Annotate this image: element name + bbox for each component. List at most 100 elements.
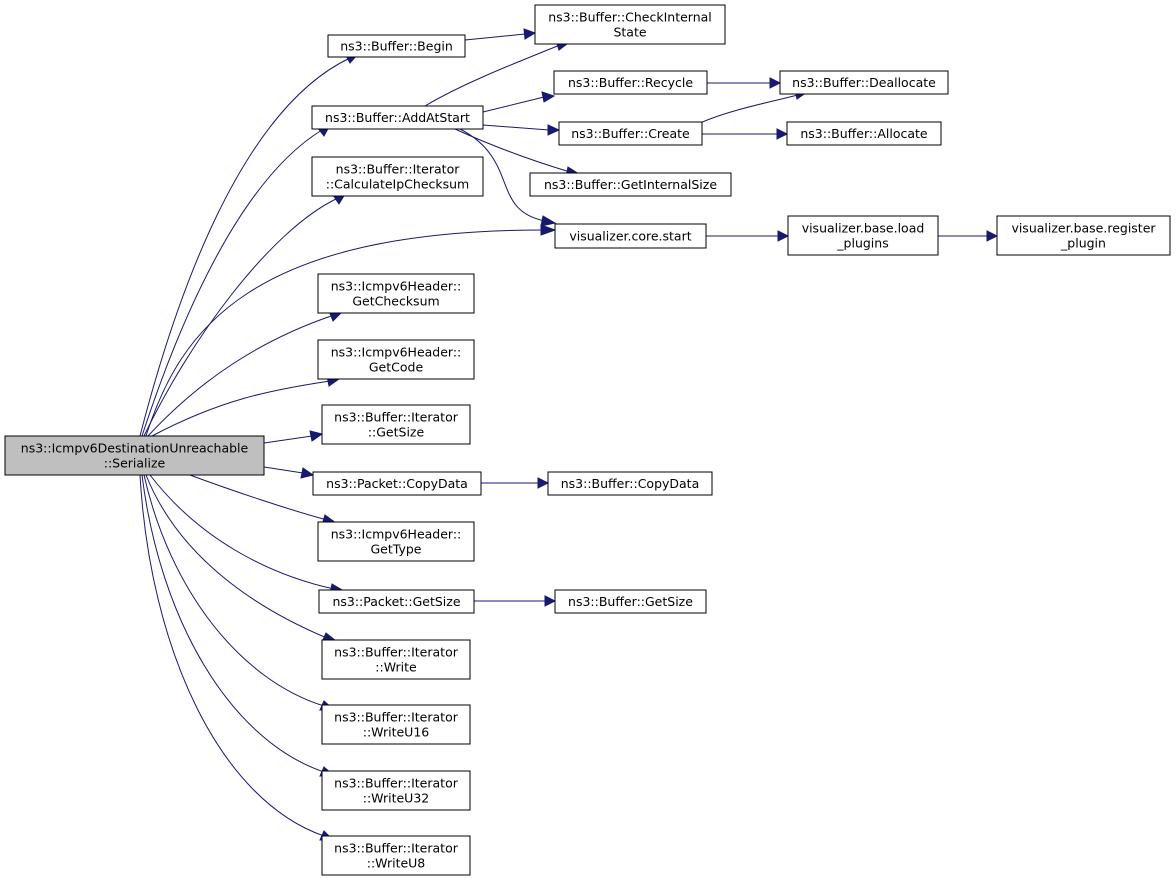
node-icmpv6-destination-unreachable-serialize[interactable]: ns3::Icmpv6DestinationUnreachable::Seria… [4,435,265,476]
edge-line [189,474,328,521]
edge-vizstart-to-loadplugins [706,230,790,242]
node-box [996,215,1171,256]
node-packet-copy-data[interactable]: ns3::Packet::CopyData [312,471,482,496]
edge-arrowhead [309,430,324,442]
edge-line [139,474,325,837]
node-label-line: ns3::Buffer::CopyData [561,476,700,491]
edge-line [263,435,313,444]
node-buffer-get-size[interactable]: ns3::Buffer::GetSize [554,589,707,614]
edge-arrowhead [544,595,557,607]
edge-line [424,44,561,107]
node-buffer-iterator-write-u16[interactable]: ns3::Buffer::Iterator::WriteU16 [321,704,471,745]
edge-arrowhead [523,28,537,40]
node-label-line: ::WriteU16 [363,725,430,740]
edge-create-to-alloc [702,128,789,140]
edge-line [147,314,335,437]
edge-line [263,466,304,474]
edge-root-to-writeu16 [143,474,335,711]
edge-line [141,474,325,773]
edge-line [464,33,526,41]
node-box [547,471,713,496]
node-label-line: GetType [371,542,422,557]
node-buffer-iterator-write-u8[interactable]: ns3::Buffer::Iterator::WriteU8 [321,835,471,876]
call-graph-nodes: ns3::Icmpv6DestinationUnreachable::Seria… [4,4,1171,876]
node-box [321,704,471,745]
node-box [318,589,475,614]
node-label-line: visualizer.base.load [802,221,925,236]
node-buffer-iterator-get-size[interactable]: ns3::Buffer::Iterator::GetSize [321,404,471,445]
node-label-line: ::CalculateIpChecksum [326,177,470,192]
edge-addatstart-to-recycle [482,91,556,113]
node-label-line: ns3::Buffer::Recycle [568,75,693,90]
node-box [4,435,265,476]
node-box [553,70,708,95]
edge-create-to-dealloc [699,89,809,124]
edge-line [139,57,351,437]
node-box [327,34,466,58]
node-buffer-allocate[interactable]: ns3::Buffer::Allocate [786,121,942,146]
node-label-line: ns3::Packet::CopyData [326,476,468,491]
edge-line [482,124,550,131]
node-label-line: ::Write [375,660,417,675]
node-box [554,589,707,614]
edge-arrowhead [540,224,557,236]
node-icmpv6-header-get-checksum[interactable]: ns3::Icmpv6Header::GetChecksum [317,273,475,314]
edge-line [459,128,546,222]
edge-arrowhead [541,91,556,103]
node-visualizer-base-load-plugins[interactable]: visualizer.base.load_plugins [787,215,939,256]
node-label-line: ns3::Buffer::GetInternalSize [544,177,717,192]
node-box [317,273,475,314]
node-buffer-iterator-calculate-ip-checksum[interactable]: ns3::Buffer::Iterator::CalculateIpChecks… [311,156,484,197]
node-buffer-begin[interactable]: ns3::Buffer::Begin [327,34,466,58]
node-buffer-get-internal-size[interactable]: ns3::Buffer::GetInternalSize [529,172,732,197]
edge-arrowhead [769,77,782,89]
node-box [554,223,707,249]
edge-pktgetsize-to-bufgetsize [474,595,557,607]
node-buffer-create[interactable]: ns3::Buffer::Create [558,121,703,146]
node-box [311,156,484,197]
node-buffer-iterator-write[interactable]: ns3::Buffer::Iterator::Write [321,639,471,680]
node-icmpv6-header-get-type[interactable]: ns3::Icmpv6Header::GetType [317,521,475,562]
node-box [786,121,942,146]
node-label-line: ns3::Buffer::Begin [340,39,453,54]
node-icmpv6-header-get-code[interactable]: ns3::Icmpv6Header::GetCode [317,339,475,380]
node-label-line: ::WriteU8 [367,856,426,871]
node-visualizer-base-register-plugin[interactable]: visualizer.base.register_plugin [996,215,1171,256]
node-box [321,404,471,445]
node-label-line: GetChecksum [352,294,439,309]
node-label-line: ns3::Icmpv6Header:: [331,527,462,542]
node-box [321,770,471,811]
node-label-line: ns3::Buffer::Iterator [334,645,459,660]
node-packet-get-size[interactable]: ns3::Packet::GetSize [318,589,475,614]
edge-line [143,197,339,437]
node-box [787,215,939,256]
edge-loadplugins-to-registerplugin [938,230,999,242]
edge-arrowhead [986,230,999,242]
edge-addatstart-to-vizstart [459,128,557,227]
node-buffer-add-at-start[interactable]: ns3::Buffer::AddAtStart [311,105,484,130]
node-buffer-iterator-write-u32[interactable]: ns3::Buffer::Iterator::WriteU32 [321,770,471,811]
edge-begin-to-checkint [464,28,537,41]
node-visualizer-core-start[interactable]: visualizer.core.start [554,223,707,249]
edge-line [454,128,571,173]
edge-arrowhead [777,230,790,242]
node-label-line: ns3::Buffer::CheckInternal [548,10,712,25]
node-box [529,172,732,197]
edge-root-to-calcip [143,193,346,437]
node-label-line: ns3::Buffer::Allocate [800,126,928,141]
edge-line [141,129,323,437]
edge-addatstart-to-create [482,124,561,136]
edge-pktcopydata-to-bufcopydata [481,477,550,489]
node-label-line: ::WriteU32 [363,791,429,806]
node-box [317,339,475,380]
call-graph-edges [139,28,999,841]
node-buffer-copy-data[interactable]: ns3::Buffer::CopyData [547,471,713,496]
node-label-line: ns3::Buffer::Iterator [334,710,459,725]
node-label-line: GetCode [369,360,424,375]
node-box [312,471,482,496]
node-buffer-recycle[interactable]: ns3::Buffer::Recycle [553,70,708,95]
node-buffer-deallocate[interactable]: ns3::Buffer::Deallocate [779,70,949,95]
node-box [779,70,949,95]
